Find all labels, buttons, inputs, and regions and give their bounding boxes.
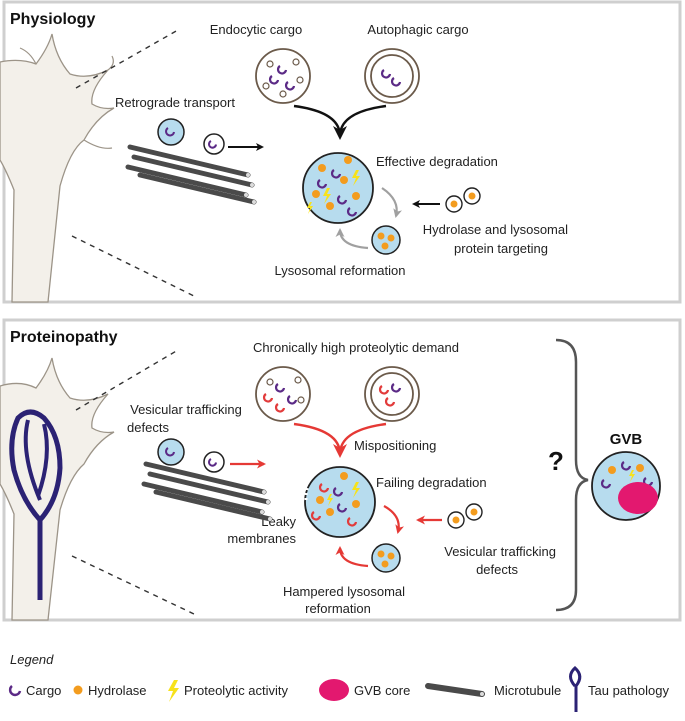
hydrolase-vesicles-defective bbox=[447, 503, 483, 529]
hampered-reformation-label-line1: Hampered lysosomal bbox=[283, 584, 405, 599]
physiology-title: Physiology bbox=[10, 11, 95, 28]
legend: Legend Cargo Hydrolase Proteolytic activ… bbox=[8, 652, 669, 712]
trafficking-defects-right-label-line2: defects bbox=[476, 562, 518, 577]
hydrolase-targeting-label-line1: Hydrolase and lysosomal bbox=[423, 222, 568, 237]
retrograde-transport-label: Retrograde transport bbox=[115, 95, 235, 110]
proteinopathy-panel: Proteinopathy Chronically high proteolyt… bbox=[0, 318, 682, 622]
microtubule-icon bbox=[425, 683, 485, 697]
neuron-healthy bbox=[0, 33, 115, 303]
gvb-label: GVB bbox=[610, 431, 643, 448]
small-lysosome bbox=[371, 225, 401, 255]
legend-title: Legend bbox=[10, 652, 54, 667]
leaky-label-line2: membranes bbox=[227, 531, 296, 546]
gvb-core-icon bbox=[319, 679, 349, 701]
hydrolase-vesicles bbox=[445, 187, 481, 213]
tau-pathology-tangle bbox=[9, 409, 63, 600]
lysosome-failing bbox=[304, 466, 376, 538]
lysosome-effective bbox=[302, 152, 374, 224]
hydrolase-icon bbox=[73, 685, 83, 695]
effective-degradation-label: Effective degradation bbox=[376, 154, 498, 169]
cargo-icon bbox=[8, 685, 22, 697]
hydrolase-targeting-label-line2: protein targeting bbox=[454, 241, 548, 256]
high-demand-label: Chronically high proteolytic demand bbox=[253, 340, 459, 355]
legend-microtubule-label: Microtubule bbox=[494, 683, 561, 698]
autophagic-cargo-vesicle bbox=[364, 48, 420, 104]
neuron-diseased bbox=[0, 357, 115, 621]
legend-cargo-label: Cargo bbox=[26, 683, 61, 698]
physiology-panel-frame bbox=[2, 0, 682, 304]
gvb-vesicle bbox=[591, 451, 661, 521]
autophagic-cargo-vesicle-damaged bbox=[364, 366, 420, 422]
small-lysosome-hampered bbox=[371, 543, 401, 573]
legend-tau-label: Tau pathology bbox=[588, 683, 669, 698]
autophagic-cargo-label: Autophagic cargo bbox=[367, 22, 468, 37]
endocytic-cargo-vesicle bbox=[255, 48, 311, 104]
trafficking-defects-left-label-line1: Vesicular trafficking bbox=[130, 402, 242, 417]
transport-lysosome-defective bbox=[157, 438, 185, 466]
trafficking-defects-right-label-line1: Vesicular trafficking bbox=[444, 544, 556, 559]
transport-lysosome bbox=[157, 118, 185, 146]
tau-icon bbox=[569, 665, 582, 712]
lysosomal-reformation-label: Lysosomal reformation bbox=[274, 263, 405, 278]
hampered-reformation-label-line2: reformation bbox=[305, 601, 371, 616]
legend-hydrolase-label: Hydrolase bbox=[88, 683, 147, 698]
legend-proteolytic-label: Proteolytic activity bbox=[184, 683, 289, 698]
transport-vesicle bbox=[203, 133, 225, 155]
gvb-core bbox=[618, 482, 658, 514]
brace bbox=[555, 338, 589, 612]
endocytic-cargo-vesicle-damaged bbox=[255, 366, 311, 422]
proteinopathy-title: Proteinopathy bbox=[10, 329, 118, 346]
endocytic-cargo-label: Endocytic cargo bbox=[210, 22, 303, 37]
physiology-panel: Physiology Endocytic cargo Autophagic ca… bbox=[0, 0, 682, 304]
mispositioning-label: Mispositioning bbox=[354, 438, 436, 453]
transport-vesicle-defective bbox=[203, 451, 225, 473]
question-mark: ? bbox=[548, 446, 564, 476]
trafficking-defects-left-label-line2: defects bbox=[127, 420, 169, 435]
failing-degradation-label: Failing degradation bbox=[376, 475, 487, 490]
legend-gvb-core-label: GVB core bbox=[354, 683, 410, 698]
lightning-icon bbox=[168, 680, 179, 702]
